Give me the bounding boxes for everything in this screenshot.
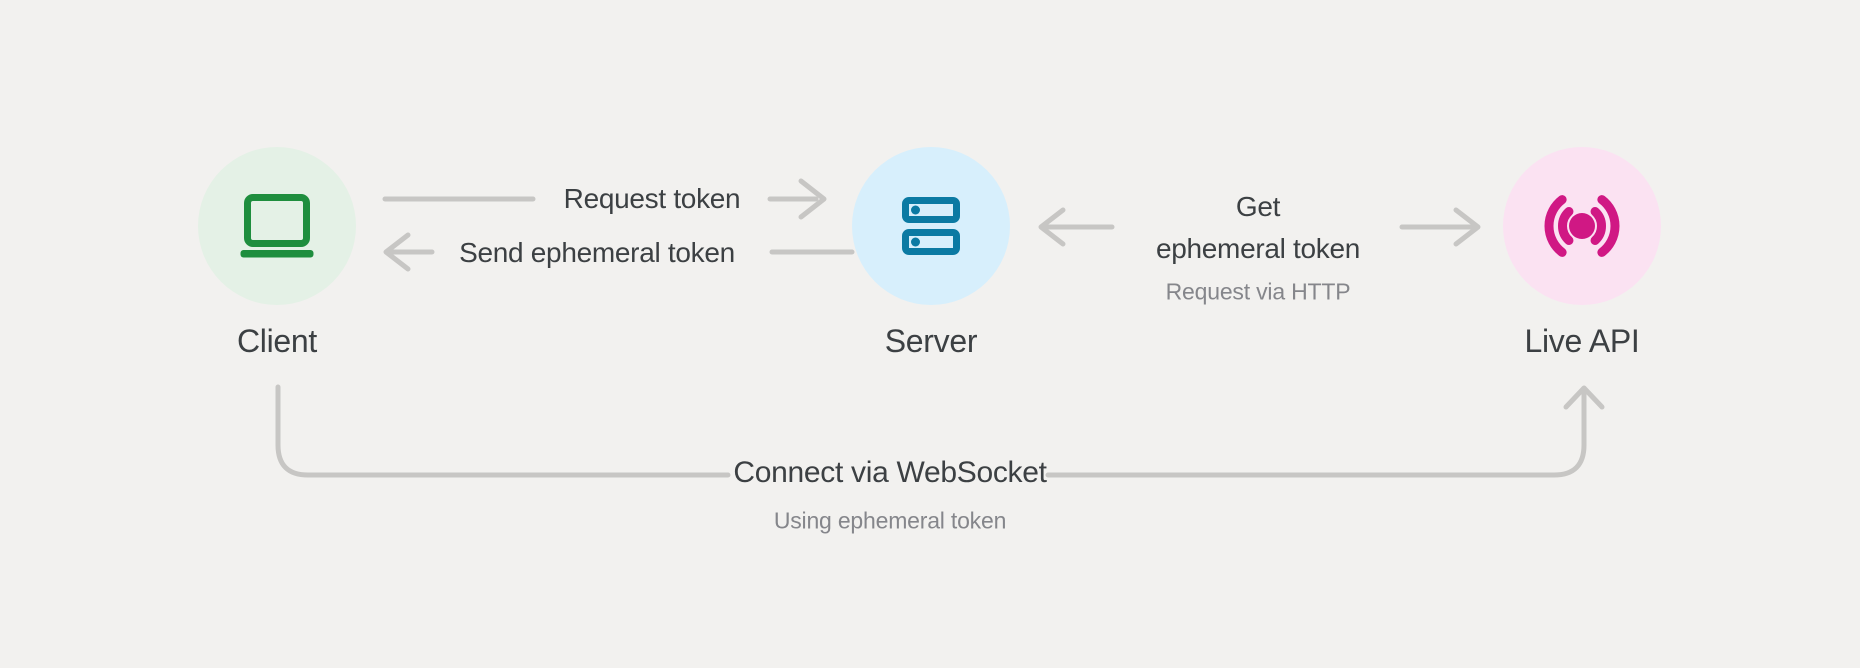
get-ephemeral-token-label-line1: Get (1235, 191, 1281, 222)
broadcast-icon (1544, 195, 1620, 257)
get-ephemeral-token-label-line2: ephemeral token (1155, 233, 1361, 264)
server-node: Server (852, 147, 1010, 361)
server-icon (902, 197, 960, 255)
laptop-icon (240, 194, 314, 258)
client-node: Client (198, 147, 356, 361)
server-circle (852, 147, 1010, 305)
connect-websocket-label: Connect via WebSocket (733, 456, 1047, 489)
connect-websocket-path (275, 384, 1605, 478)
get-ephemeral-token-arrows (1038, 207, 1481, 247)
request-token-label: Request token (563, 183, 741, 214)
using-ephemeral-token-sublabel: Using ephemeral token (773, 507, 1007, 534)
request-via-http-sublabel: Request via HTTP (1165, 278, 1351, 305)
send-ephemeral-token-arrow (383, 232, 855, 272)
live-api-label: Live API (1524, 323, 1640, 359)
request-token-arrow (382, 178, 827, 220)
client-circle (198, 147, 356, 305)
server-label: Server (884, 323, 978, 359)
live-api-node: Live API (1503, 147, 1661, 361)
send-ephemeral-token-label: Send ephemeral token (459, 237, 735, 268)
live-api-circle (1503, 147, 1661, 305)
get-ephemeral-token-label: Get ephemeral token (1156, 186, 1360, 270)
client-label: Client (236, 323, 317, 359)
